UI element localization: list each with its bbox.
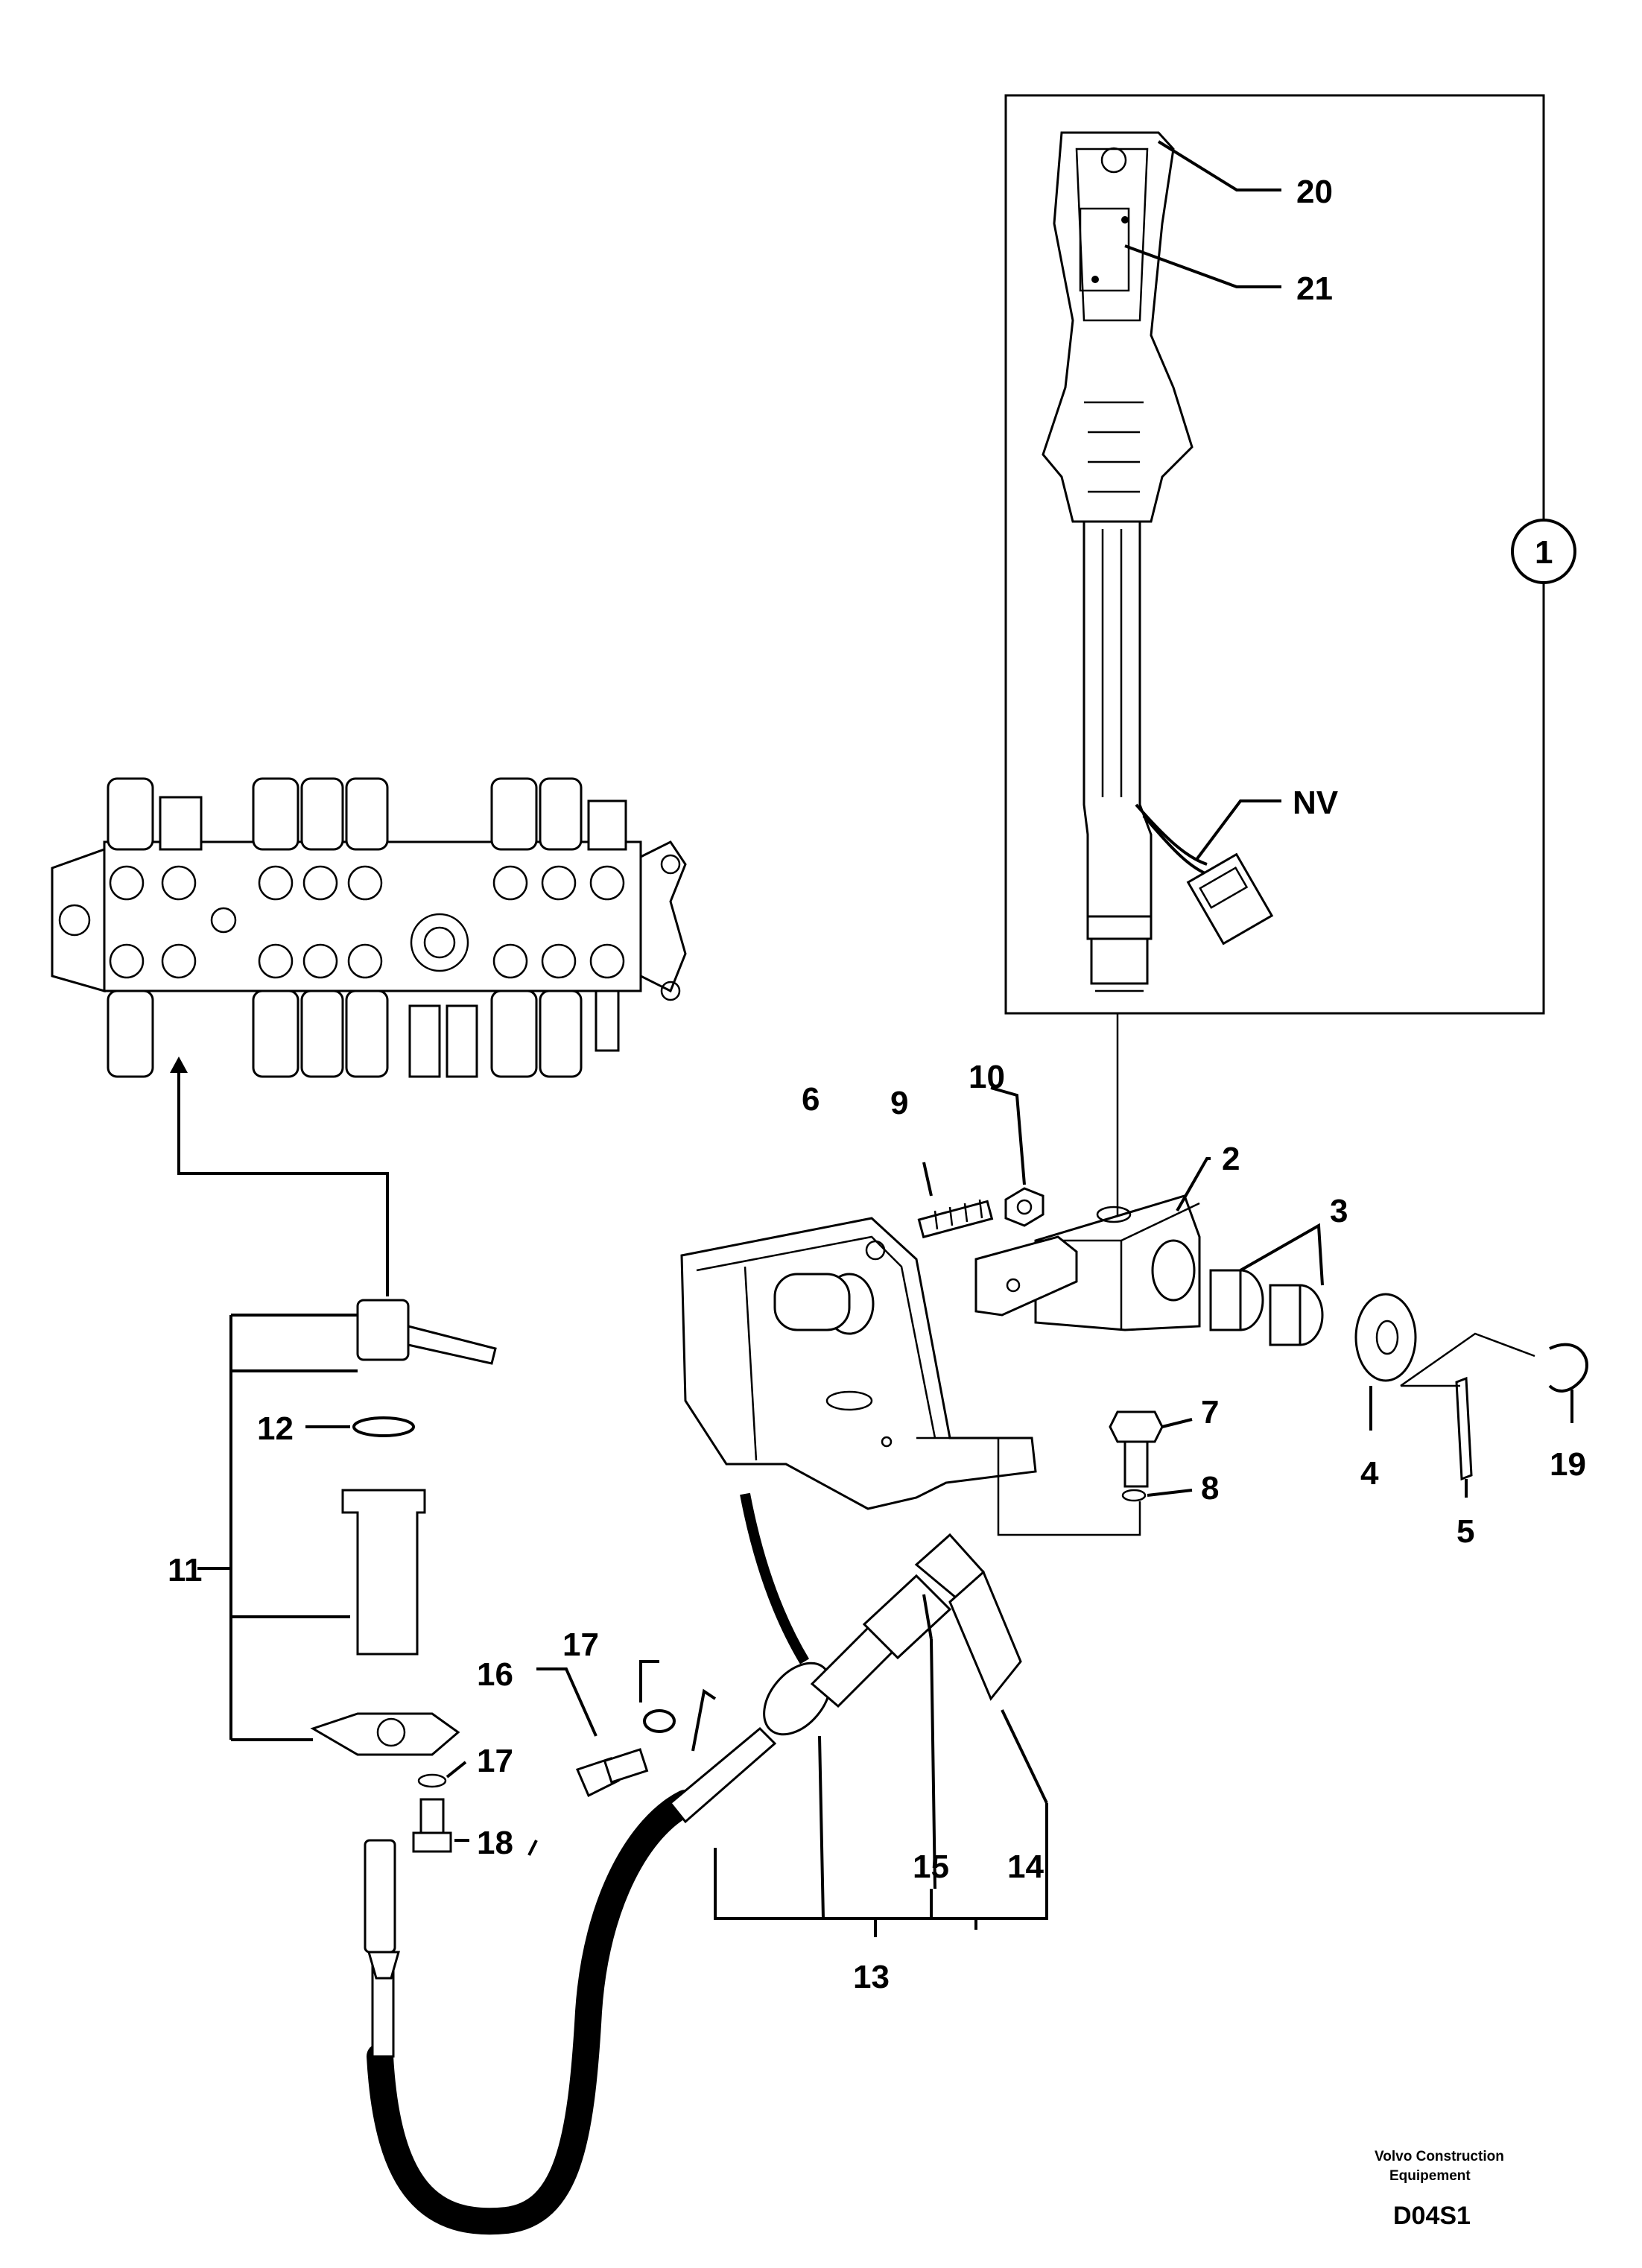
lever-shaft xyxy=(1082,520,1153,918)
bolt-and-washer xyxy=(575,1688,717,1798)
pivot-block xyxy=(974,1157,1211,1331)
callout-10: 10 xyxy=(969,1059,1005,1095)
callout-3: 3 xyxy=(1330,1193,1348,1229)
company-name-line1: Volvo Construction xyxy=(1375,2149,1504,2164)
callout-20: 20 xyxy=(1296,174,1333,210)
callout-16: 16 xyxy=(477,1656,513,1693)
nv-connector xyxy=(1186,852,1274,945)
lever-grip xyxy=(1042,131,1194,523)
callout-nv: NV xyxy=(1293,785,1339,821)
callout-19: 19 xyxy=(1550,1446,1586,1483)
callout-12: 12 xyxy=(257,1410,294,1447)
control-valve-block xyxy=(51,777,687,1296)
stud-and-nut xyxy=(917,1086,1045,1239)
callout-7: 7 xyxy=(1201,1394,1219,1431)
callout-2: 2 xyxy=(1222,1141,1240,1177)
bolt-and-washer-7-8 xyxy=(916,1410,1193,1536)
callout-6: 6 xyxy=(802,1081,820,1118)
callout-18: 18 xyxy=(477,1825,513,1861)
lever-assembly xyxy=(1004,94,1576,1015)
plug-and-washer xyxy=(412,1761,469,1853)
callout-9: 9 xyxy=(890,1085,908,1121)
callout-15: 15 xyxy=(913,1849,949,1885)
mounting-bracket xyxy=(680,1217,1037,1510)
bushings-and-pins xyxy=(1209,1223,1588,1498)
callout-1: 1 xyxy=(1535,534,1553,571)
drawing-code: D04S1 xyxy=(1393,2202,1471,2230)
company-name-line2: Equipement xyxy=(1389,2168,1471,2184)
callout-17b: 17 xyxy=(477,1743,513,1779)
callout-17a: 17 xyxy=(562,1626,599,1663)
callout-circle-1 xyxy=(1511,519,1576,584)
callout-21: 21 xyxy=(1296,270,1333,307)
callout-4: 4 xyxy=(1360,1455,1379,1492)
callout-11: 11 xyxy=(168,1552,203,1588)
callout-5: 5 xyxy=(1456,1513,1474,1550)
hydraulic-fitting-group xyxy=(197,1299,497,1756)
callout-13: 13 xyxy=(853,1959,890,1995)
control-cable xyxy=(364,1492,1022,2235)
callout-8: 8 xyxy=(1201,1470,1219,1507)
callout-labels: 20 21 1 NV 10 9 6 2 3 7 8 4 5 19 12 11 1… xyxy=(168,174,1586,1995)
drawing-footer: Volvo Construction Equipement D04S1 xyxy=(1375,2149,1504,2230)
callout-leaders xyxy=(527,1594,1048,1937)
callout-14: 14 xyxy=(1007,1849,1044,1885)
o-ring xyxy=(352,1416,415,1437)
